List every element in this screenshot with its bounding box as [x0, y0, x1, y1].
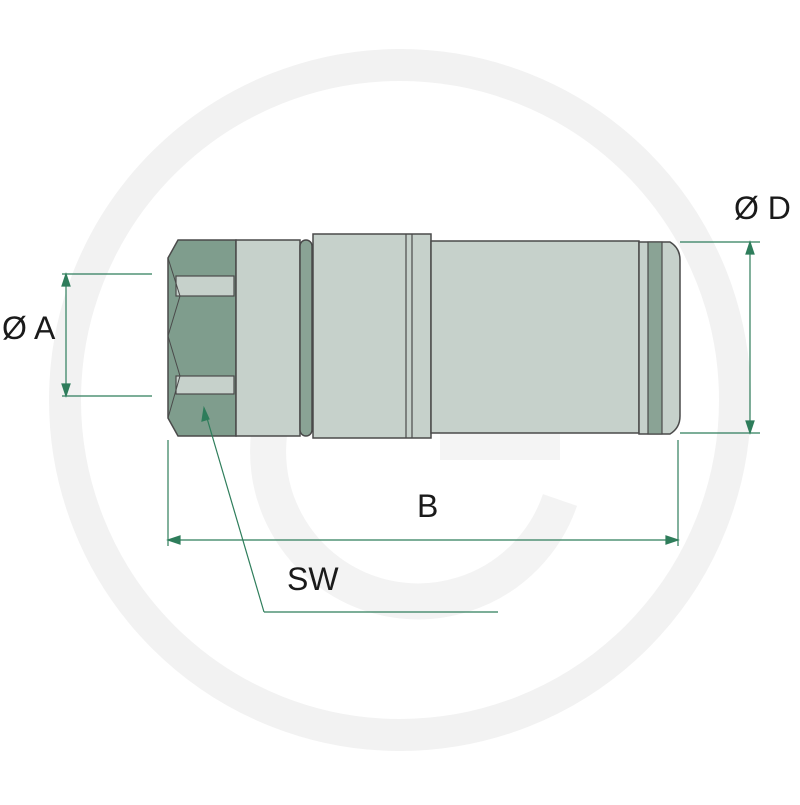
main-body	[312, 233, 432, 439]
nut-sleeve	[235, 239, 301, 437]
front-tip	[638, 241, 681, 435]
length-b-label: B	[417, 488, 439, 524]
dimension-d	[680, 240, 760, 435]
leader-sw	[201, 405, 498, 613]
dimension-b	[166, 440, 680, 546]
diameter-a-label: Ø A	[2, 310, 56, 346]
diameter-d-label: Ø D	[734, 190, 791, 226]
wrench-size-label: SW	[287, 561, 339, 597]
hex-nut	[167, 239, 237, 437]
groove-ring-left	[299, 239, 313, 437]
front-sleeve	[430, 240, 640, 434]
dimension-a	[61, 272, 152, 398]
